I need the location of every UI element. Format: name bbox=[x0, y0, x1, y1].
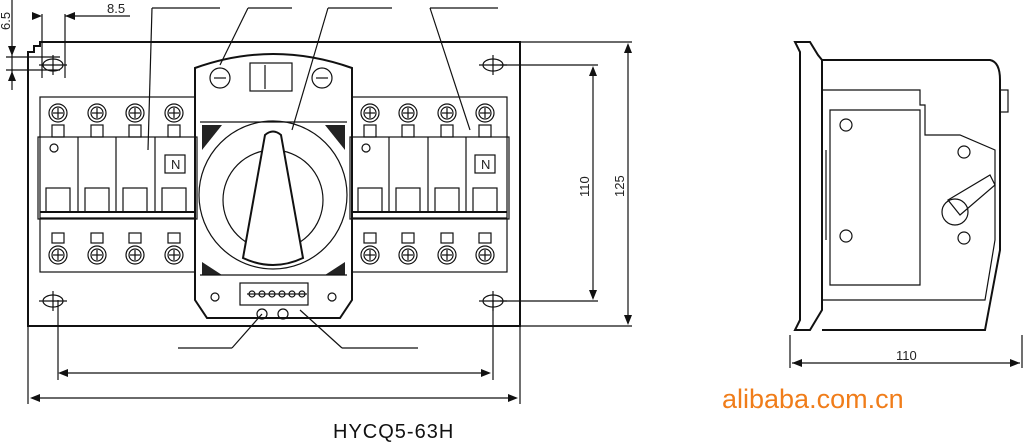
dial-ring bbox=[198, 120, 348, 270]
dim-110-vertical: 110 bbox=[577, 176, 592, 197]
terminal-screw-icon bbox=[437, 103, 457, 123]
neutral-box bbox=[164, 154, 186, 174]
dim-110-side: 110 bbox=[896, 348, 917, 363]
pole-tab bbox=[128, 232, 142, 244]
terminal-screw-icon bbox=[475, 245, 495, 265]
pole-tab bbox=[167, 124, 181, 138]
line bbox=[440, 248, 454, 262]
pole-tab bbox=[363, 232, 377, 244]
terminal-screw-icon bbox=[164, 103, 184, 123]
pole-slot bbox=[434, 187, 460, 213]
line bbox=[128, 106, 142, 120]
dim-125: 125 bbox=[612, 175, 627, 197]
neutral-label: N bbox=[171, 157, 180, 172]
terminal-screw-icon bbox=[475, 103, 495, 123]
terminal-screw-icon bbox=[125, 245, 145, 265]
pole-slot bbox=[45, 187, 71, 213]
mounting-holes bbox=[39, 55, 507, 311]
pole-tab bbox=[401, 124, 415, 138]
pole-tab bbox=[90, 232, 104, 244]
watermark: alibaba.com.cn bbox=[722, 384, 904, 414]
line bbox=[90, 106, 104, 120]
pole-tab bbox=[440, 232, 454, 244]
pole-tab bbox=[363, 124, 377, 138]
pole-slot bbox=[472, 187, 498, 213]
terminal-screw-icon bbox=[125, 103, 145, 123]
line bbox=[401, 106, 415, 120]
pole-slot bbox=[395, 187, 421, 213]
dim-8-5: 8.5 bbox=[107, 1, 125, 16]
status-window bbox=[249, 62, 293, 92]
side-view bbox=[793, 41, 1009, 331]
line bbox=[51, 106, 65, 120]
model-label: HYCQ5-63H bbox=[333, 421, 455, 443]
pole-tab bbox=[478, 232, 492, 244]
line bbox=[363, 248, 377, 262]
pole-tab bbox=[440, 124, 454, 138]
rotary-handle[interactable] bbox=[241, 130, 305, 266]
line bbox=[401, 248, 415, 262]
indicator-icon bbox=[49, 143, 59, 153]
terminal-screw-icon bbox=[360, 245, 380, 265]
breaker-body bbox=[37, 136, 198, 220]
terminal-screw-icon bbox=[437, 245, 457, 265]
pole-tab bbox=[51, 232, 65, 244]
line bbox=[167, 248, 181, 262]
line bbox=[363, 106, 377, 120]
line bbox=[478, 248, 492, 262]
dim-6-5: 6.5 bbox=[0, 12, 13, 30]
terminal-screw-icon bbox=[48, 103, 68, 123]
mounting-plate bbox=[27, 41, 632, 327]
line bbox=[167, 106, 181, 120]
pole-tab bbox=[401, 232, 415, 244]
terminal-screw-icon bbox=[87, 103, 107, 123]
pole-tab bbox=[167, 232, 181, 244]
line bbox=[51, 248, 65, 262]
terminal-screw-icon bbox=[87, 245, 107, 265]
dimension-lines: 8.5 6.5 110 125 110 bbox=[0, 0, 1023, 404]
pole-slot bbox=[122, 187, 148, 213]
terminal-screw-icon bbox=[48, 245, 68, 265]
pole-tab bbox=[128, 124, 142, 138]
screw-icon bbox=[311, 67, 333, 89]
terminal-screw-icon bbox=[360, 103, 380, 123]
transfer-switch-body bbox=[147, 7, 498, 349]
neutral-box bbox=[474, 154, 496, 174]
terminal-screw-icon bbox=[398, 103, 418, 123]
terminal-screw-icon bbox=[164, 245, 184, 265]
line bbox=[440, 106, 454, 120]
pole-slot bbox=[84, 187, 110, 213]
pole-slot bbox=[161, 187, 187, 213]
pole-tab bbox=[90, 124, 104, 138]
indicator-icon bbox=[361, 143, 371, 153]
line bbox=[128, 248, 142, 262]
pole-slot bbox=[357, 187, 383, 213]
screw-icon bbox=[209, 67, 231, 89]
pole-tab bbox=[478, 124, 492, 138]
pole-tab bbox=[51, 124, 65, 138]
terminal-screw-icon bbox=[398, 245, 418, 265]
line bbox=[478, 106, 492, 120]
terminal-strip bbox=[247, 290, 307, 298]
breaker-body bbox=[349, 136, 510, 220]
neutral-label: N bbox=[481, 157, 490, 172]
line bbox=[90, 248, 104, 262]
